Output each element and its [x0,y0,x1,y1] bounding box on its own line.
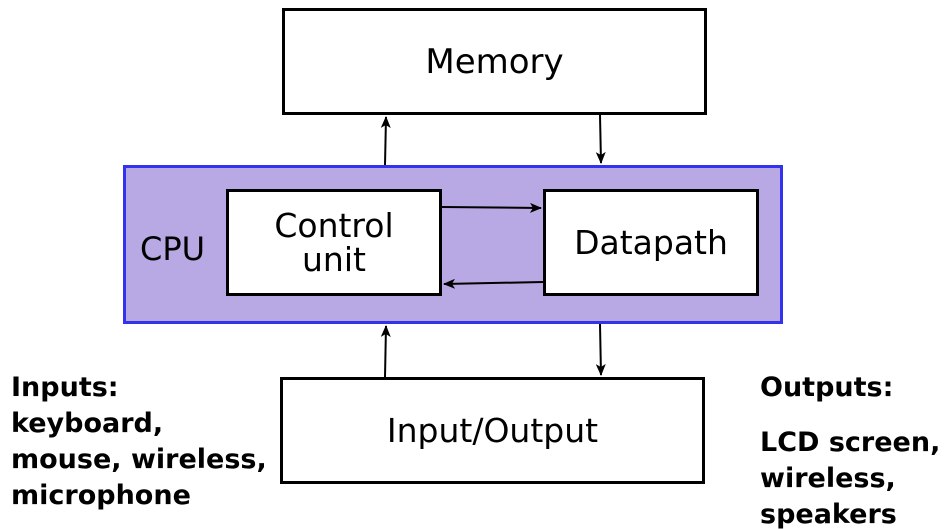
memory-box: Memory [282,8,707,115]
inputs-line-2: mouse, wireless, [11,444,267,475]
cpu-label: CPU [140,230,206,268]
outputs-title-block: Outputs: [760,370,893,406]
outputs-line-1: LCD screen, [760,427,941,458]
control-unit-label-line2: unit [302,239,366,279]
arrow-cpu-to-memory [380,116,391,166]
inputs-line-3: microphone [11,480,191,511]
memory-label: Memory [425,41,564,82]
datapath-box: Datapath [543,189,759,296]
control-unit-label-line1: Control [274,205,394,245]
input-output-label: Input/Output [386,411,599,450]
outputs-description: LCD screen, wireless, speakers [760,425,940,529]
input-output-box: Input/Output [280,377,705,484]
inputs-title: Inputs: [11,372,119,403]
inputs-line-1: keyboard, [11,408,164,439]
outputs-title: Outputs: [760,372,894,403]
arrow-datapath-to-control [443,278,544,289]
arrow-cpu-to-io [595,323,606,376]
inputs-description: Inputs: keyboard, mouse, wireless, micro… [11,370,267,514]
datapath-label: Datapath [574,223,728,262]
arrow-control-to-datapath [441,202,542,213]
control-unit-box: Control unit [226,189,442,296]
outputs-line-2: wireless, [760,463,896,494]
arrow-memory-to-cpu [595,114,606,164]
arrow-io-to-cpu [380,325,391,378]
outputs-line-3: speakers [760,499,897,529]
